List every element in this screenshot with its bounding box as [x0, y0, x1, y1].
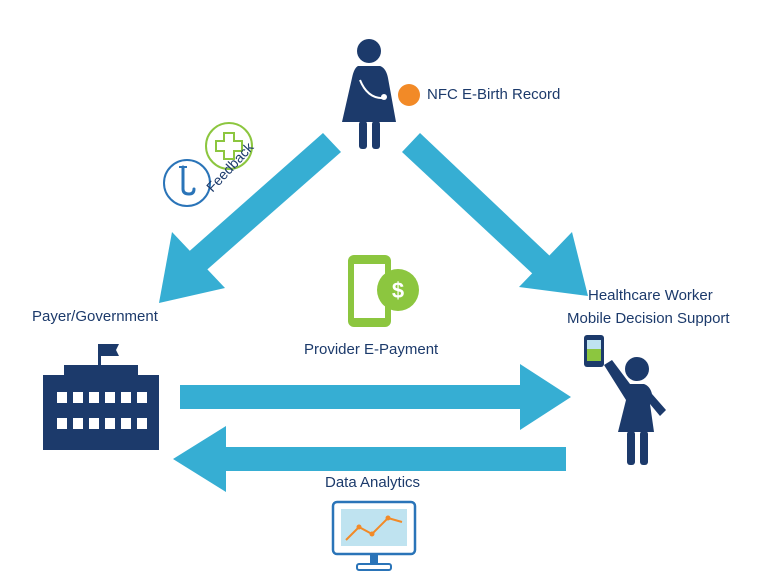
- arrow-payer-to-worker: [180, 364, 571, 430]
- monitor-analytics-icon: [331, 500, 417, 571]
- svg-text:$: $: [392, 278, 404, 303]
- building-windows: [57, 392, 147, 429]
- mobile-decision-support-label: Mobile Decision Support: [567, 310, 730, 327]
- arrow-mother-to-payer: [159, 133, 341, 303]
- arrow-mother-to-worker: [402, 133, 588, 296]
- health-worker-icon: [604, 357, 666, 465]
- data-analytics-label: Data Analytics: [325, 474, 421, 491]
- nfc-dot-icon: [398, 84, 420, 106]
- plus-icon: [205, 122, 253, 170]
- smartphone-icon: [584, 335, 604, 367]
- payer-government-label: Payer/Government: [32, 308, 158, 325]
- mother-icon: [342, 39, 396, 149]
- arrow-worker-to-payer: [173, 426, 566, 492]
- phone-payment-icon: $: [348, 255, 419, 327]
- provider-payment-label: Provider E-Payment: [304, 341, 439, 358]
- nfc-record-label: NFC E-Birth Record: [427, 86, 561, 103]
- healthcare-worker-label: Healthcare Worker: [588, 287, 713, 304]
- clipboard-icon: [163, 159, 211, 207]
- government-building-icon: [43, 344, 159, 450]
